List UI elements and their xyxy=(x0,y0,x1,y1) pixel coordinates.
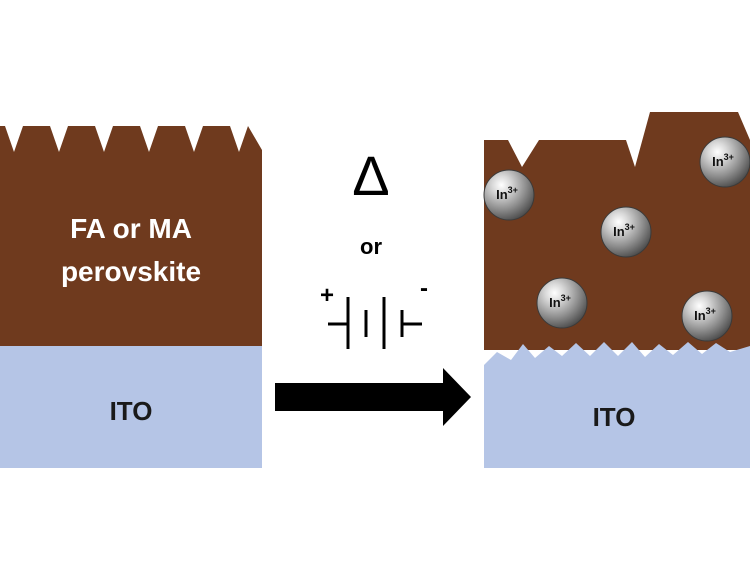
left-ito-label: ITO xyxy=(110,396,153,426)
left-panel: FA or MA perovskite ITO xyxy=(0,126,262,468)
right-ito-label: ITO xyxy=(593,402,636,432)
minus-sign: - xyxy=(420,275,428,302)
indium-ion-sphere-icon xyxy=(681,290,733,342)
heat-delta-icon: Δ xyxy=(352,144,389,207)
or-label: or xyxy=(360,234,382,259)
perovskite-label-line1: FA or MA xyxy=(70,213,192,244)
indium-ion-2: In3+ xyxy=(699,136,750,188)
battery-icon xyxy=(328,297,422,349)
plus-sign: + xyxy=(320,282,334,309)
indium-ion-3: In3+ xyxy=(600,206,652,258)
treatment-conditions: Δ or + - xyxy=(275,144,471,426)
left-ito-layer xyxy=(0,346,262,468)
right-arrow-icon xyxy=(275,368,471,426)
left-perovskite-layer xyxy=(0,126,262,346)
indium-ions: In3+In3+In3+In3+In3+ xyxy=(483,136,750,342)
indium-ion-sphere-icon xyxy=(699,136,750,188)
indium-ion-1: In3+ xyxy=(483,169,535,221)
indium-ion-5: In3+ xyxy=(681,290,733,342)
indium-ion-sphere-icon xyxy=(536,277,588,329)
indium-ion-4: In3+ xyxy=(536,277,588,329)
perovskite-label-line2: perovskite xyxy=(61,256,201,287)
right-ito-layer xyxy=(484,342,750,468)
indium-ion-sphere-icon xyxy=(600,206,652,258)
indium-ion-sphere-icon xyxy=(483,169,535,221)
